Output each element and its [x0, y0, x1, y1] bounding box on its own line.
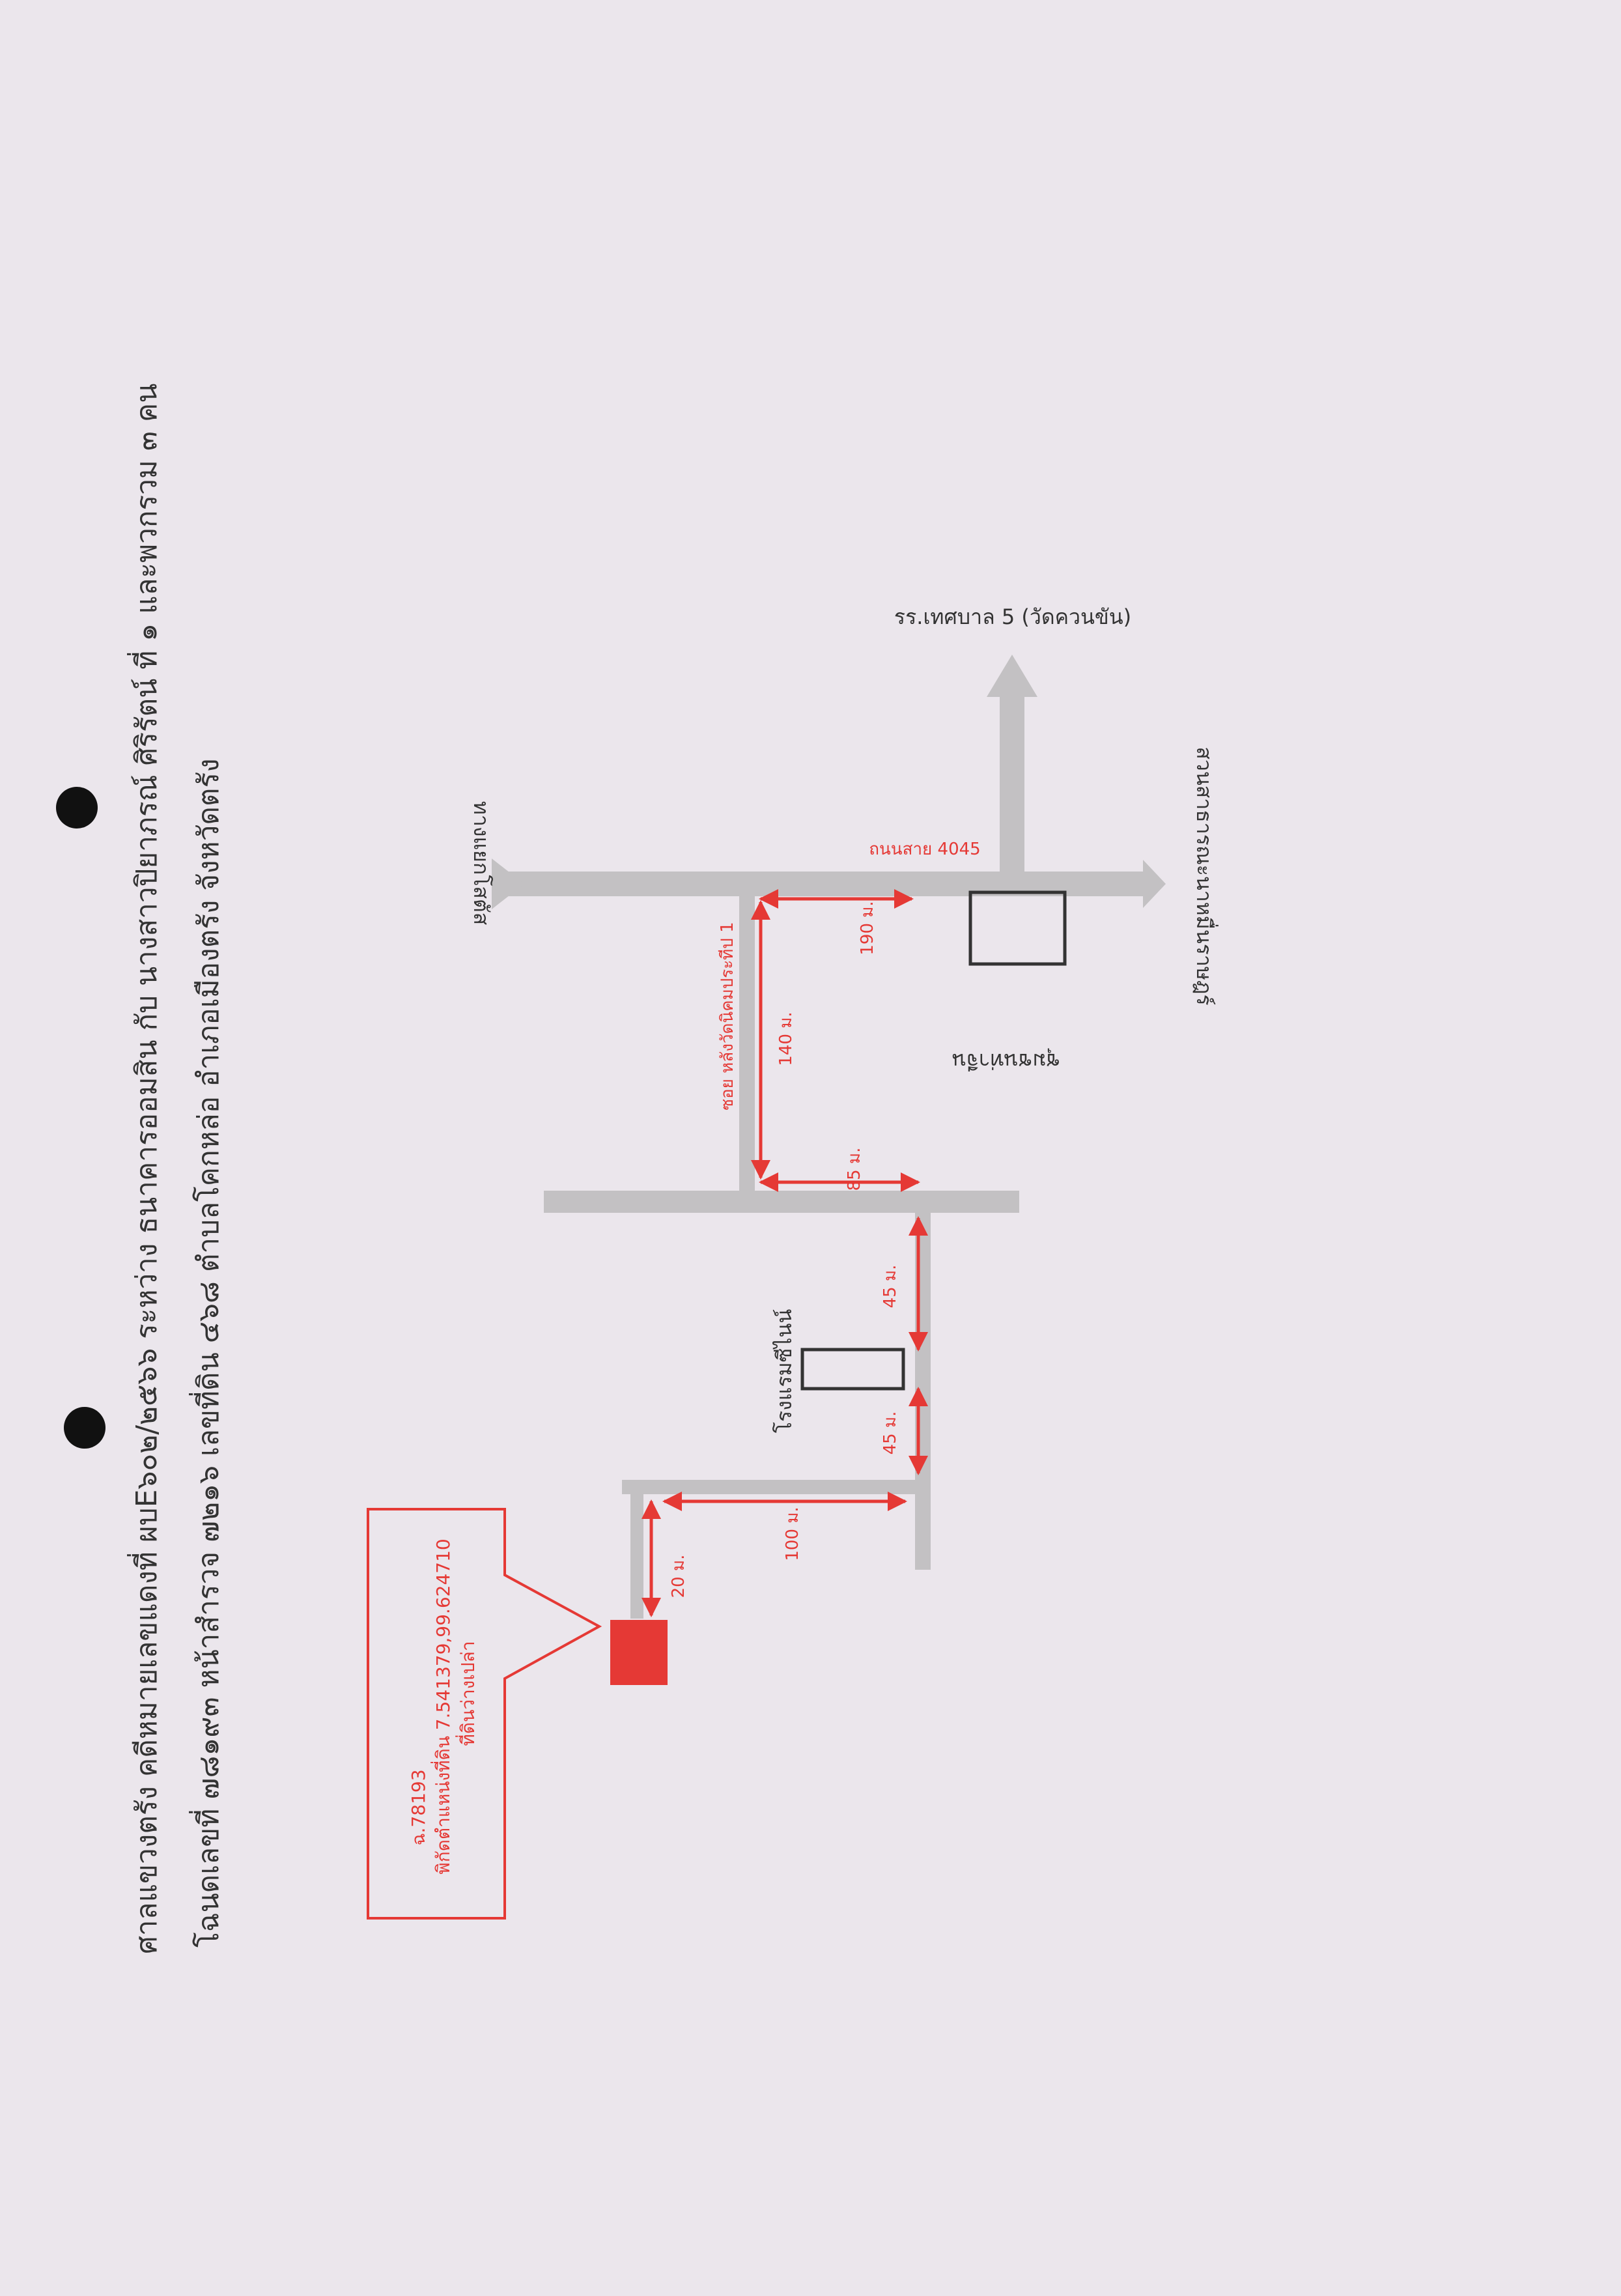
school-road-arrow — [987, 655, 1037, 697]
hotel-building — [800, 1348, 905, 1391]
dim-20-label: 20 ม. — [669, 1555, 688, 1598]
header-line-2: โฉนดเลขที่ ๗๘๑๙๓ หน้าสำรวจ ๗๒๑๖ เลขที่ดิ… — [188, 758, 225, 1948]
stub-road — [622, 1480, 928, 1494]
soi-road — [739, 876, 755, 1200]
callout-status: ที่ดินว่างเปล่า — [455, 1641, 479, 1746]
road-network — [492, 655, 1166, 1619]
dim-190-label: 190 ม. — [858, 901, 877, 955]
community-building — [968, 890, 1067, 966]
dim-45a-label: 45 ม. — [881, 1265, 900, 1309]
land-plot-marker — [610, 1620, 668, 1685]
dim-100-label: 100 ม. — [783, 1507, 802, 1561]
punch-hole-bottom — [64, 1407, 106, 1449]
school-road — [1000, 690, 1024, 886]
callout-box — [367, 1508, 602, 1920]
punch-hole-top — [56, 787, 98, 829]
dimension-lines — [641, 889, 928, 1617]
label-school: รร.เทศบาล 5 (วัดควนขัน) — [894, 604, 1131, 629]
label-main-road: ถนนสาย 4045 — [869, 840, 980, 859]
plot-access-road — [630, 1485, 643, 1619]
dim-140-label: 140 ม. — [776, 1012, 796, 1066]
label-hotel: โรงแรมซีไนน์ — [772, 1309, 796, 1434]
callout-deed: ฉ.78193 — [408, 1769, 429, 1845]
dim-45b-label: 45 ม. — [881, 1411, 900, 1455]
header-line-1: ศาลแขวงตรัง คดีหมายเลขแดงที่ ผบE๖๐๒/๒๕๖๖… — [126, 384, 163, 1954]
label-community: ชุมชนท่าจีน — [952, 1048, 1060, 1073]
callout-coords: พิกัดตำแหน่งที่ดิน 7.541379,99.624710 — [430, 1538, 454, 1874]
label-junction: ทางแยกโสตัส — [469, 801, 494, 925]
dim-85-label: 85 ม. — [845, 1148, 864, 1191]
main-road-arrow-left — [492, 858, 524, 909]
label-park: สวนสาธารณะนาหมื่นราษฎร์ — [1192, 746, 1219, 1005]
cross-road — [544, 1191, 1019, 1213]
main-road-arrow-right — [1143, 860, 1166, 908]
label-soi: ซอย หลังวัดนิคมประทีป 1 — [718, 922, 737, 1110]
